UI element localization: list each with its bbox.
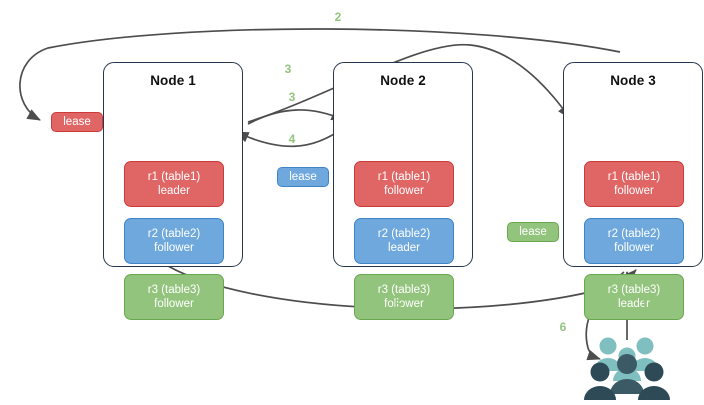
replica-role: leader: [388, 242, 420, 254]
step-label-2: 2: [334, 10, 342, 24]
replica-node2-r1[interactable]: r1 (table1) follower: [354, 161, 454, 207]
step-label-6: 6: [559, 320, 567, 334]
replica-role: follower: [384, 185, 424, 197]
replica-name: r1 (table1): [147, 171, 201, 183]
replica-node1-r3[interactable]: r3 (table3) follower: [124, 274, 224, 320]
replica-node1-r2[interactable]: r2 (table2) follower: [124, 218, 224, 264]
step-label-1: 1: [641, 298, 649, 312]
replica-name: r1 (table1): [377, 171, 431, 183]
replica-role: follower: [154, 298, 194, 310]
replica-node2-r3[interactable]: r3 (table3) follower: [354, 274, 454, 320]
replica-name: r2 (table2): [607, 228, 661, 240]
replica-name: r3 (table3): [147, 284, 201, 296]
node-container-1[interactable]: Node 1 r1 (table1) leader r2 (table2) fo…: [103, 62, 243, 320]
replica-role: leader: [618, 298, 650, 310]
replica-name: r2 (table2): [377, 228, 431, 240]
node-title-2: Node 2: [380, 73, 426, 88]
lease-badge-red[interactable]: lease: [51, 112, 103, 132]
lease-badge-blue[interactable]: lease: [277, 167, 329, 187]
lease-badge-green[interactable]: lease: [507, 222, 559, 242]
step-label-3a: 3: [284, 62, 292, 76]
replica-name: r2 (table2): [147, 228, 201, 240]
replica-node3-r2[interactable]: r2 (table2) follower: [584, 218, 684, 264]
replica-role: leader: [158, 185, 190, 197]
replica-node1-r1[interactable]: r1 (table1) leader: [124, 161, 224, 207]
replica-node2-r2[interactable]: r2 (table2) leader: [354, 218, 454, 264]
replica-name: r3 (table3): [377, 284, 431, 296]
replica-role: follower: [154, 242, 194, 254]
replica-role: follower: [384, 298, 424, 310]
replica-role: follower: [614, 185, 654, 197]
replica-role: follower: [614, 242, 654, 254]
step-label-4: 4: [288, 132, 296, 146]
step-label-5: 5: [394, 297, 402, 311]
node-container-2[interactable]: Node 2 r1 (table1) follower r2 (table2) …: [333, 62, 473, 320]
step-label-3b: 3: [288, 90, 296, 104]
node-title-3: Node 3: [610, 73, 656, 88]
replica-node3-r1[interactable]: r1 (table1) follower: [584, 161, 684, 207]
replica-name: r3 (table3): [607, 284, 661, 296]
arrow-3-to-node3: [247, 43, 571, 123]
arrow-2: [19, 28, 621, 121]
node-title-1: Node 1: [150, 73, 196, 88]
replica-name: r1 (table1): [607, 171, 661, 183]
